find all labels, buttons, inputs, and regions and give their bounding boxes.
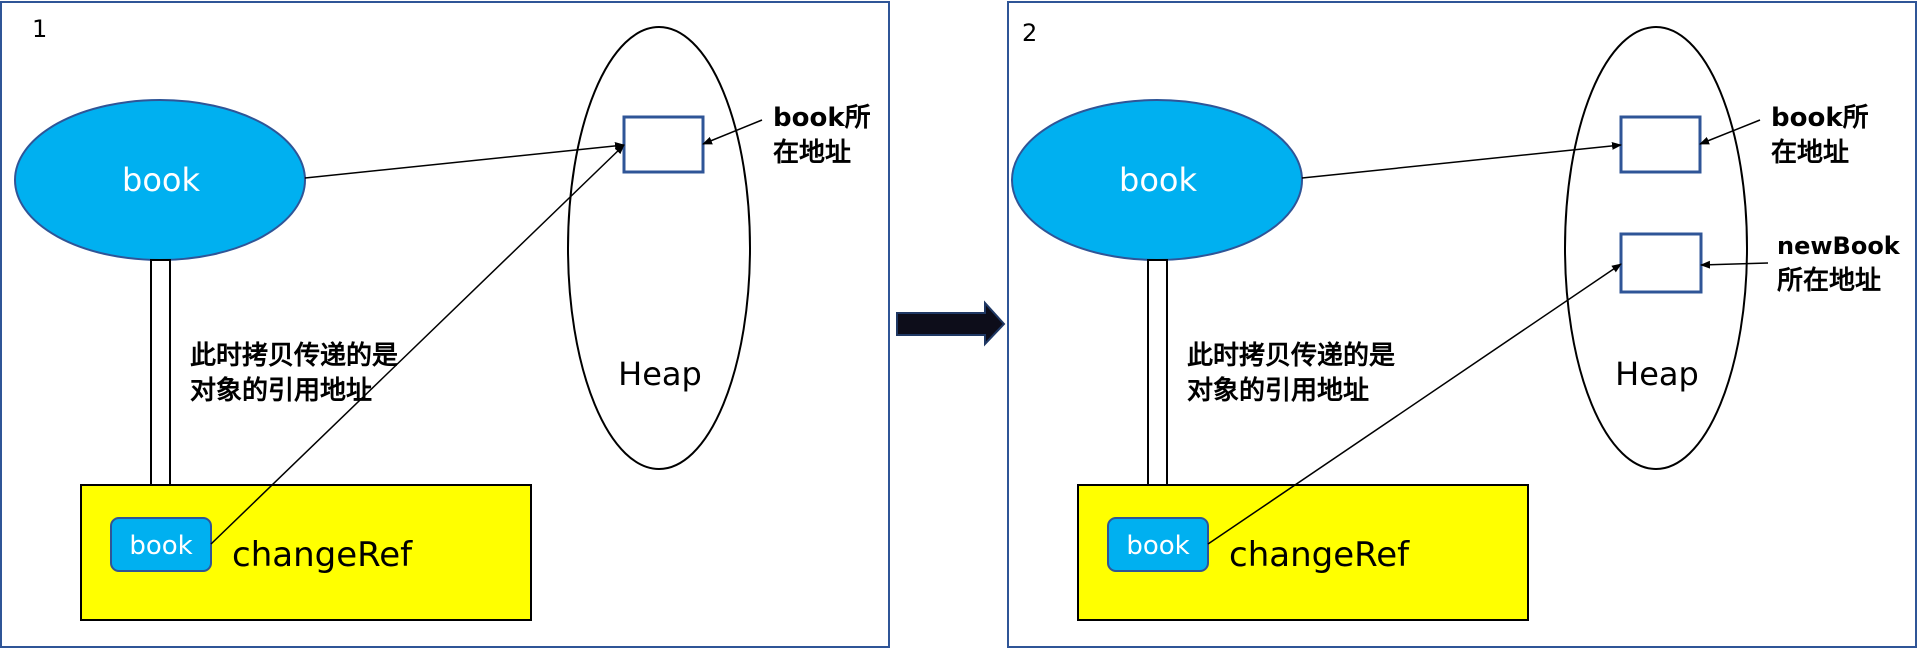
book-address-label-line1: book所: [773, 103, 871, 133]
copy-note-line1: 此时拷贝传递的是: [190, 340, 398, 371]
address-label-arrow: [702, 119, 763, 145]
book-param-label: book: [129, 531, 192, 561]
param-to-new-address-arrow: [1207, 263, 1622, 545]
book-to-address-arrow: [304, 141, 625, 179]
book-address-label-line2: 在地址: [1771, 138, 1849, 168]
book-variable-label: book: [122, 161, 200, 199]
book-param-box: [1107, 517, 1209, 572]
book-address-label-line2: 在地址: [773, 138, 851, 168]
panel-2-number: 2: [1022, 19, 1037, 47]
copy-note-line2: 对象的引用地址: [1187, 375, 1369, 406]
panel-2: 2 Heap book 此时拷贝传递的是 对象的引用地址 book change…: [1007, 1, 1917, 648]
param-to-address-arrow: [210, 144, 625, 545]
book-param-label: book: [1126, 531, 1189, 561]
new-book-address-box: [1619, 232, 1703, 294]
book-address-box: [1619, 115, 1702, 174]
panel-1: 1 Heap book 此时拷贝传递的是 对象的引用地址 book change…: [0, 1, 890, 648]
address-label-arrow: [1699, 119, 1761, 145]
book-variable-label: book: [1119, 161, 1197, 199]
new-book-address-label-line2: 所在地址: [1777, 266, 1881, 296]
change-ref-label: changeRef: [232, 535, 413, 575]
heap-label: Heap: [618, 355, 702, 393]
new-address-label-arrow: [1700, 260, 1769, 269]
change-ref-label: changeRef: [1229, 535, 1410, 575]
book-address-box: [622, 115, 705, 174]
panel-1-number: 1: [32, 15, 47, 43]
heap-ellipse: [567, 26, 751, 470]
new-book-address-label-line1: newBook: [1777, 232, 1901, 260]
book-to-address-arrow: [1301, 141, 1622, 179]
copy-note-line1: 此时拷贝传递的是: [1187, 340, 1395, 371]
book-param-box: [110, 517, 212, 572]
right-arrow-icon: [896, 300, 1006, 347]
copy-note-line2: 对象的引用地址: [190, 375, 372, 406]
heap-label: Heap: [1615, 355, 1699, 393]
book-address-label-line1: book所: [1771, 103, 1869, 133]
